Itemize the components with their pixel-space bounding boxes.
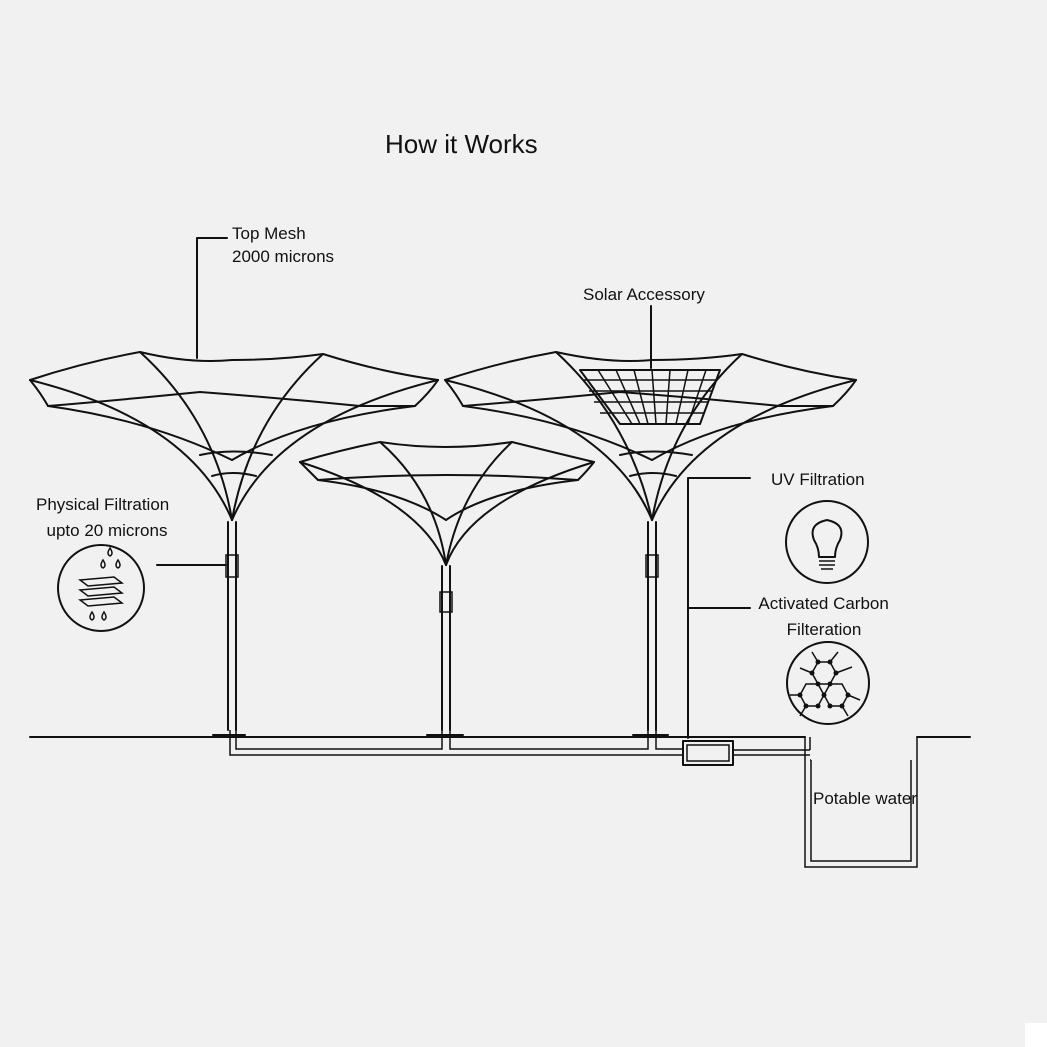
uv-filtration-label: UV Filtration [771, 470, 865, 489]
activated-carbon-label: Activated Carbon Filteration [758, 594, 893, 639]
diagram-title: How it Works [385, 129, 538, 159]
filter-unit [682, 740, 734, 766]
corner-patch [1025, 1023, 1047, 1047]
activated-carbon-line1: Activated Carbon [758, 594, 888, 613]
solar-accessory-label: Solar Accessory [583, 285, 705, 304]
umbrella-middle [299, 441, 595, 736]
umbrella-left [29, 351, 439, 736]
physical-filtration-line1: Physical Filtration [36, 495, 169, 514]
light-bulb-icon [785, 500, 869, 584]
carbon-molecule-icon [786, 641, 870, 725]
top-mesh-label: Top Mesh 2000 microns [232, 224, 334, 266]
top-mesh-label-line2: 2000 microns [232, 247, 334, 266]
potable-water-tank [804, 737, 918, 868]
pipe-network [229, 730, 811, 756]
physical-filtration-line2: upto 20 microns [47, 521, 168, 540]
activated-carbon-line2: Filteration [787, 620, 862, 639]
solar-panel [579, 369, 721, 425]
physical-filtration-label: Physical Filtration upto 20 microns [36, 495, 174, 540]
filter-layers-drops-icon [57, 544, 145, 632]
leader-lines [156, 237, 751, 739]
potable-water-label: Potable water [813, 789, 917, 808]
filter-unit-inner [686, 744, 730, 762]
umbrella-right [444, 351, 857, 736]
top-mesh-label-line1: Top Mesh [232, 224, 306, 243]
